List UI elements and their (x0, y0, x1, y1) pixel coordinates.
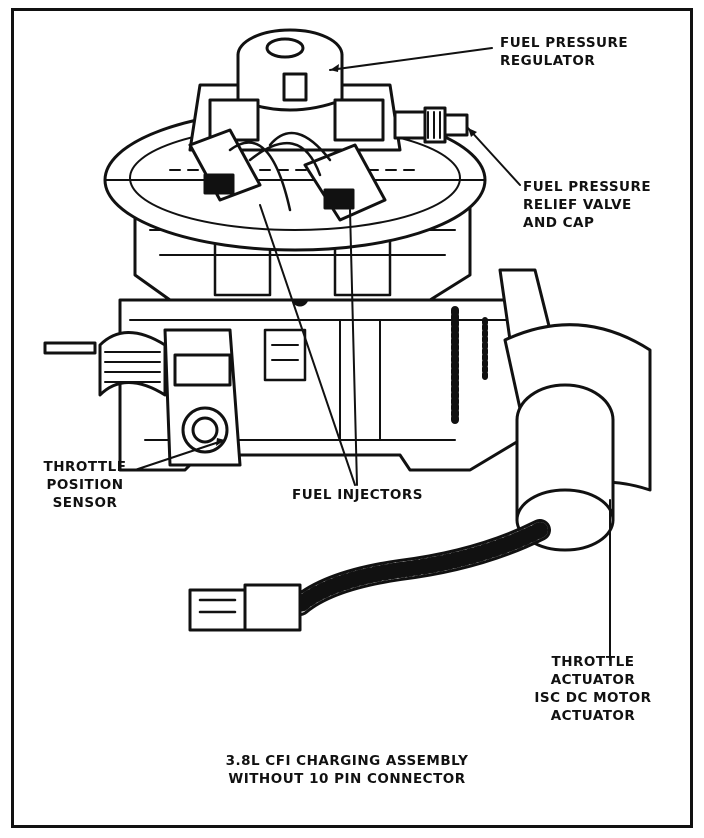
label-throttle-position-sensor: THROTTLE POSITION SENSOR (43, 459, 127, 511)
label-fuel-injectors: FUEL INJECTORS (292, 487, 423, 503)
leader-lines (134, 47, 611, 661)
throttle-actuator-part (498, 268, 652, 552)
label-fuel-pressure-regulator: FUEL PRESSURE REGULATOR (500, 35, 629, 69)
return-spring (451, 306, 488, 424)
wire-harness (188, 519, 551, 632)
label-throttle-actuator: THROTTLE ACTUATOR ISC DC MOTOR ACTUATOR (534, 654, 652, 724)
diagram-caption: 3.8L CFI CHARGING ASSEMBLY WITHOUT 10 PI… (225, 753, 469, 787)
fuel-pressure-regulator-part (188, 28, 402, 152)
label-fuel-pressure-relief-valve: FUEL PRESSURE RELIEF VALVE AND CAP (523, 179, 652, 231)
fuel-pressure-relief-valve-part (393, 106, 469, 144)
throttle-position-sensor-part (43, 328, 242, 467)
fuel-injectors-part (188, 128, 387, 222)
